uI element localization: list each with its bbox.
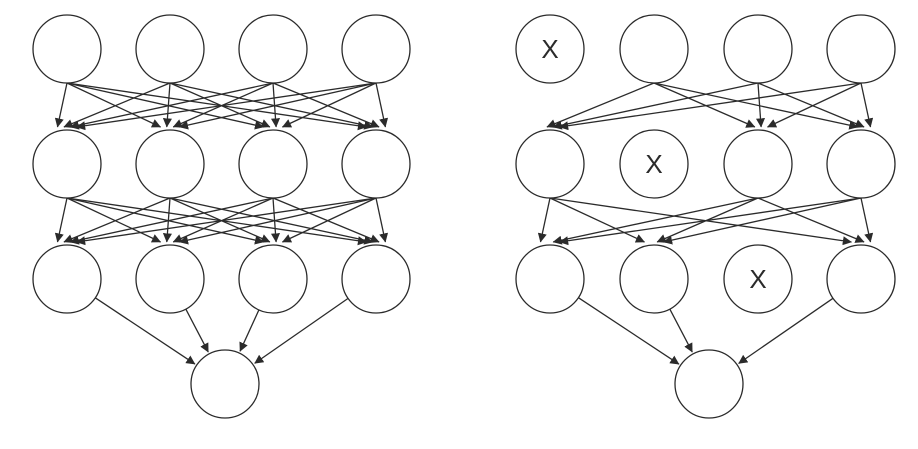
standard-network <box>32 14 411 419</box>
connection-arrow <box>559 82 862 131</box>
connection-arrow <box>375 82 389 128</box>
connection-arrow <box>66 82 265 130</box>
connection-arrow <box>169 82 271 128</box>
connection-arrow <box>76 197 377 246</box>
neuron <box>826 244 896 314</box>
connection-arrow <box>178 82 377 130</box>
connection-arrow <box>549 197 852 246</box>
connection-arrow <box>578 297 680 365</box>
neuron <box>32 14 102 84</box>
connection-arrow <box>239 309 260 352</box>
connection-arrow <box>559 197 862 246</box>
connection-arrow <box>185 308 209 353</box>
connection-arrow <box>66 197 162 243</box>
connection-arrow <box>272 197 380 243</box>
neuron <box>32 244 102 314</box>
neuron <box>135 244 205 314</box>
neuron <box>238 129 308 199</box>
edges <box>54 82 389 365</box>
connection-arrow <box>66 82 162 128</box>
connection-arrow <box>66 197 265 245</box>
connection-arrow <box>281 197 377 243</box>
dropped-neuron <box>515 14 585 84</box>
connection-arrow <box>757 82 865 128</box>
connection-arrow <box>162 197 172 243</box>
connection-arrow <box>663 197 862 245</box>
neuron <box>619 14 689 84</box>
neuron <box>619 244 689 314</box>
output-neuron <box>190 349 260 419</box>
dropped-neuron <box>619 129 689 199</box>
neuron <box>238 244 308 314</box>
neuron <box>515 244 585 314</box>
dropped-neuron <box>723 244 793 314</box>
neuron <box>826 129 896 199</box>
connection-arrow <box>669 308 693 353</box>
connection-arrow <box>94 297 196 365</box>
connection-arrow <box>860 197 874 243</box>
connection-arrow <box>69 197 274 245</box>
edges <box>537 82 874 365</box>
drop-mark: X <box>749 264 766 294</box>
connection-arrow <box>66 197 368 246</box>
connection-arrow <box>63 82 171 128</box>
connection-arrow <box>738 297 834 365</box>
connection-arrow <box>546 82 655 128</box>
connection-arrow <box>270 197 281 243</box>
connection-arrow <box>178 197 377 245</box>
neuron <box>826 14 896 84</box>
connection-arrow <box>653 82 859 130</box>
neuron <box>135 129 205 199</box>
connection-arrow <box>860 82 874 128</box>
neuron <box>515 129 585 199</box>
connection-arrow <box>63 197 171 243</box>
connection-arrow <box>757 197 865 243</box>
connection-arrow <box>66 82 368 131</box>
connection-arrow <box>281 82 377 128</box>
connection-arrow <box>270 82 281 128</box>
connection-arrow <box>162 82 172 128</box>
neuron <box>723 14 793 84</box>
drop-mark: X <box>541 34 558 64</box>
neuron <box>341 129 411 199</box>
connection-arrow <box>653 82 756 128</box>
neuron <box>723 129 793 199</box>
output-neuron <box>674 349 744 419</box>
connection-arrow <box>767 82 862 128</box>
neuron <box>32 129 102 199</box>
connection-arrow <box>537 197 551 243</box>
connection-arrow <box>69 82 274 130</box>
connection-arrow <box>169 82 374 130</box>
connection-arrow <box>552 82 759 130</box>
connection-arrow <box>549 197 645 243</box>
neuron <box>341 14 411 84</box>
connection-arrow <box>254 297 349 364</box>
connection-arrow <box>552 197 759 245</box>
dropout-network: X X X <box>515 14 896 419</box>
connection-arrow <box>375 197 389 243</box>
connection-arrow <box>755 82 766 128</box>
connection-arrow <box>169 197 271 243</box>
connection-arrow <box>76 82 377 131</box>
neuron <box>341 244 411 314</box>
connection-arrow <box>169 197 374 245</box>
neuron <box>135 14 205 84</box>
connection-arrow <box>272 82 380 128</box>
drop-mark: X <box>645 149 662 179</box>
connection-arrow <box>54 82 68 128</box>
connection-arrow <box>54 197 68 243</box>
neuron <box>238 14 308 84</box>
